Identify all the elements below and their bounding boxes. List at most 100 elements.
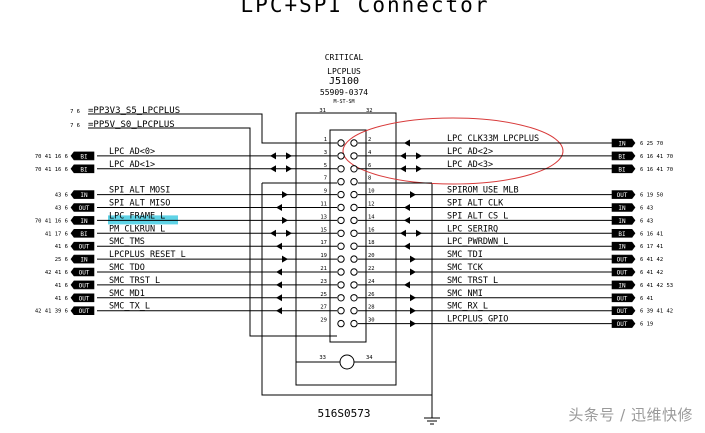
- signal-port-flag: [70, 254, 95, 264]
- signal-arrow: [270, 152, 276, 160]
- signal-port-flag: [611, 293, 636, 303]
- signal-port-flag: [611, 229, 636, 238]
- signal-arrow: [410, 307, 416, 315]
- pin-31-number: 31: [319, 108, 326, 114]
- signal-port-dir: IN: [80, 218, 88, 225]
- signal-port-flag: [611, 216, 636, 225]
- signal-refs: 6 43: [640, 218, 653, 224]
- signal-port-flag: [70, 190, 95, 199]
- signal-port-dir: IN: [618, 282, 626, 289]
- pin-33-number: 33: [319, 355, 326, 361]
- pin-27-number: 27: [320, 305, 327, 311]
- signal-arrow: [270, 165, 276, 173]
- pin-19-number: 19: [320, 253, 327, 259]
- signal-name: LPC_FRAME_L: [109, 211, 165, 221]
- power-net-refs: 7 6: [70, 109, 80, 115]
- signal-name: SPIROM_USE_MLB: [447, 186, 519, 196]
- signal-arrow: [410, 268, 416, 276]
- pin-34-number: 34: [366, 355, 373, 361]
- signal-refs: 43 6: [55, 193, 68, 199]
- signal-name: LPC_AD<3>: [447, 160, 493, 170]
- signal-refs: 41 6: [55, 244, 68, 250]
- signal-arrow: [416, 229, 422, 237]
- pin-4-number: 4: [368, 150, 372, 156]
- signal-arrow: [286, 165, 292, 173]
- signal-arrow: [410, 191, 416, 199]
- signal-name: SMC_TMS: [109, 237, 145, 247]
- signal-refs: 6 16 41 70: [640, 167, 673, 173]
- power-net-name: =PP5V_S0_LPCPLUS: [88, 120, 175, 130]
- pin-8-number: 8: [368, 176, 371, 182]
- pin-20-number: 20: [368, 253, 375, 259]
- signal-name: SMC_TCK: [447, 263, 484, 273]
- pin-9-circle: [337, 190, 345, 199]
- signal-port-flag: [611, 306, 636, 316]
- signal-port-dir: BI: [618, 153, 626, 160]
- signal-arrow: [276, 242, 282, 250]
- pin-21-number: 21: [320, 266, 327, 272]
- signal-arrow: [282, 191, 288, 199]
- signal-name: LPCPLUS_RESET_L: [109, 250, 186, 260]
- signal-port-dir: IN: [80, 192, 88, 199]
- pin-3-number: 3: [324, 150, 327, 156]
- component-name: LPCPLUS: [327, 67, 361, 76]
- pin-29-circle: [337, 319, 345, 328]
- signal-port-flag: [611, 190, 636, 199]
- signal-port-dir: OUT: [79, 295, 90, 302]
- signal-port-flag: [70, 164, 95, 174]
- signal-refs: 6 41 42: [640, 270, 663, 276]
- signal-port-flag: [70, 241, 95, 251]
- signal-arrow: [410, 320, 416, 328]
- pin-23-circle: [337, 281, 345, 289]
- signal-name: SPI_ALT_CLK: [447, 199, 504, 209]
- pin-1-circle: [337, 139, 345, 147]
- signal-name: SMC_RX_L: [447, 302, 488, 312]
- signal-arrow: [270, 229, 276, 237]
- signal-layer: 7 6 =PP3V3_S5_LPCPLUS 7 6 =PP5V_S0_LPCPLUS 7…: [35, 106, 673, 328]
- signal-refs: 6 25 70: [640, 141, 663, 147]
- signal-refs: 6 39 41 42: [640, 309, 673, 315]
- signal-arrow: [404, 139, 410, 147]
- signal-refs: 42 41 39 6: [35, 309, 68, 315]
- signal-arrow: [286, 229, 292, 237]
- pin-25-circle: [337, 294, 345, 302]
- pin-7-circle: [337, 178, 345, 186]
- pin-19-circle: [337, 255, 345, 263]
- signal-arrow: [404, 204, 410, 211]
- pin-23-number: 23: [320, 279, 327, 285]
- signal-refs: 43 6: [55, 206, 68, 212]
- signal-port-flag: [611, 241, 636, 251]
- signal-refs: 70 41 16 6: [35, 218, 68, 224]
- pin-10-number: 10: [368, 189, 375, 195]
- signal-arrow: [282, 255, 288, 263]
- signal-arrow: [400, 229, 406, 237]
- pin-21-circle: [337, 268, 345, 276]
- signal-port-dir: IN: [618, 218, 626, 225]
- power-net-refs: 7 6: [70, 123, 80, 129]
- signal-arrow: [400, 152, 406, 160]
- pin-16-circle: [350, 229, 358, 238]
- signal-refs: 6 19: [640, 322, 653, 328]
- pin-2-number: 2: [368, 137, 371, 143]
- power-net-name: =PP3V3_S5_LPCPLUS: [88, 106, 180, 116]
- signal-port-flag: [611, 280, 636, 290]
- signal-name: SPI_ALT_MOSI: [109, 186, 170, 196]
- signal-port-dir: IN: [618, 141, 626, 148]
- signal-refs: 42 41 6: [45, 270, 68, 276]
- pin-9-number: 9: [324, 189, 327, 195]
- signal-refs: 70 41 16 6: [35, 154, 68, 160]
- signal-arrow: [400, 165, 406, 173]
- pp3v3-wire: [88, 113, 337, 144]
- signal-refs: 6 43: [640, 206, 653, 212]
- signal-port-flag: [70, 306, 95, 316]
- signal-port-dir: BI: [618, 166, 626, 173]
- signal-refs: 41 6: [55, 283, 68, 289]
